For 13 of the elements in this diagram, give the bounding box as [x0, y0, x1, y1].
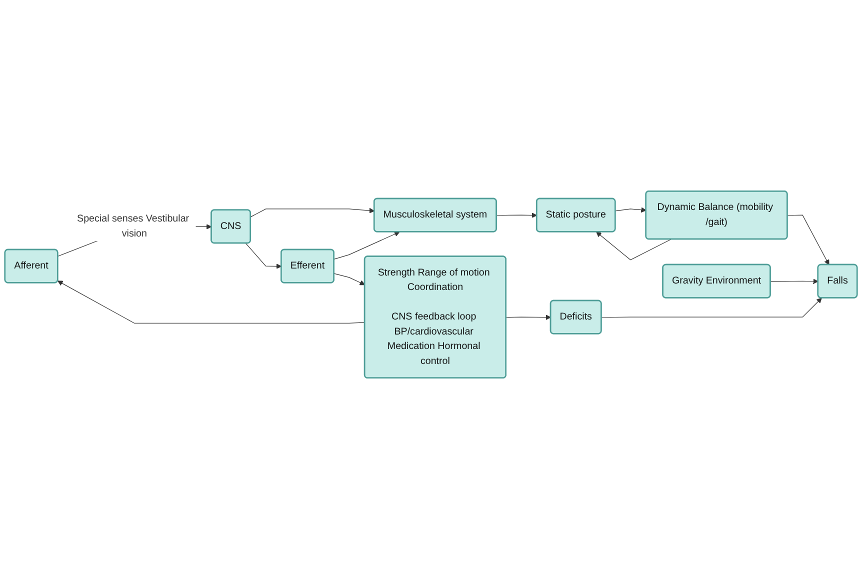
arrow: [334, 273, 366, 286]
arrow: [596, 232, 672, 260]
arrow: [58, 280, 366, 324]
arrow: [245, 243, 282, 269]
edge-label: Special senses Vestibular vision: [77, 214, 190, 239]
arrow: [615, 207, 646, 213]
arrow: [787, 214, 830, 266]
arrow: [601, 298, 822, 318]
arrow: [250, 208, 375, 218]
arrow: [334, 232, 400, 260]
arrow: [770, 278, 818, 284]
arrow: [506, 314, 552, 320]
arrow: [496, 212, 538, 218]
